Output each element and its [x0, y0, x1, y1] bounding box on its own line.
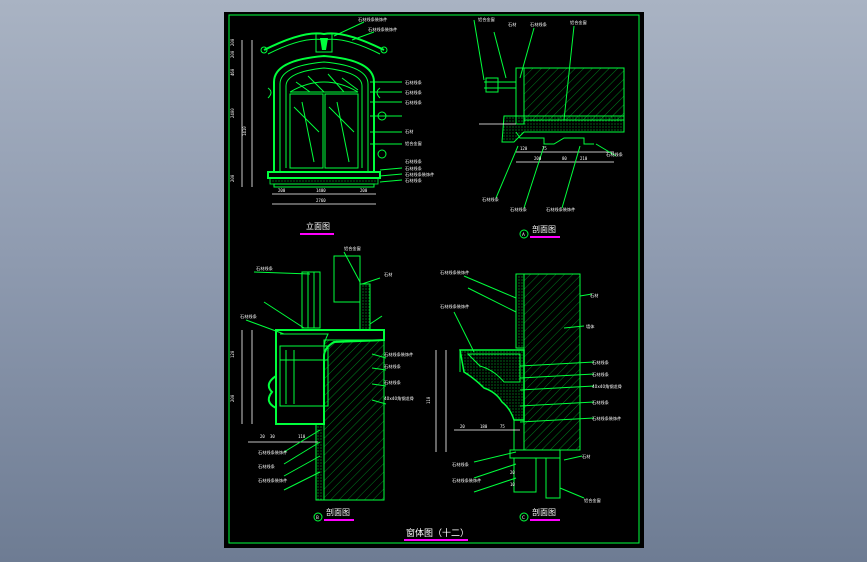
elevation-callout: 石材	[405, 128, 413, 135]
section-b-callout: 石材线条装饰件	[384, 351, 413, 358]
section-a-marker: A	[522, 232, 525, 237]
section-c-title: 剖面图	[532, 507, 556, 517]
elevation-callout: 石材线条	[405, 165, 423, 172]
section-c-callout: 石材线条装饰件	[592, 415, 621, 422]
sheet-border	[228, 14, 640, 544]
section-a-callout: 石材线条装饰件	[546, 206, 575, 213]
main-title: 窗体图（十二）	[406, 527, 469, 539]
elevation-dim: 200	[230, 38, 235, 46]
section-c-callout: 石材线条装饰件	[440, 269, 469, 276]
section-c-callout: 石材线条	[592, 359, 610, 366]
elevation-callout: 石材线条装饰件	[405, 171, 434, 178]
section-a-title: 剖面图	[532, 224, 556, 234]
section-a-dim: 210	[580, 156, 588, 161]
elevation-dim: 200	[278, 188, 286, 193]
elevation-dim: 2400	[230, 108, 235, 118]
section-b-callout: 石材线条装饰件	[258, 477, 287, 484]
section-b-dim: 120	[230, 350, 235, 358]
elevation-view	[241, 21, 403, 235]
section-c-callout: 石材	[590, 292, 598, 299]
section-c-dim: 20	[460, 424, 465, 429]
section-b-callout: 石材线条	[256, 265, 274, 272]
window-detail-drawing: 石材线条装饰件 石材线条装饰件 石材线条 石材线条 石材线条 石材 铝合金窗 石…	[228, 14, 640, 544]
section-a-callout: 石材线条	[530, 21, 548, 28]
section-b-callout: 石材	[384, 271, 392, 278]
section-a-dim: 80	[562, 156, 567, 161]
section-b-title: 剖面图	[326, 507, 350, 517]
section-c-callout: 40x40角钢龙骨	[592, 383, 622, 390]
section-a-callout: 铝合金窗	[570, 19, 587, 26]
section-c-dim: 180	[480, 424, 488, 429]
section-c-callout: 铝合金窗	[584, 497, 601, 504]
elevation-callout: 铝合金窗	[405, 140, 422, 147]
section-b-dim: 200	[230, 394, 235, 402]
section-b-marker: B	[316, 515, 319, 520]
section-c-callout: 墙体	[586, 323, 595, 330]
section-b-dim: 110	[298, 434, 306, 439]
elevation-callout: 石材线条	[405, 99, 423, 106]
elevation-callout: 石材线条装饰件	[368, 26, 397, 33]
section-b-dim: 30	[270, 434, 275, 439]
section-b-callout: 石材线条	[258, 463, 276, 470]
section-c-dim: 20	[510, 470, 515, 475]
elevation-dim: 1400	[316, 188, 326, 193]
section-b-view	[241, 251, 387, 522]
section-c-dim: 75	[500, 424, 505, 429]
section-b-callout: 石材线条	[240, 313, 258, 320]
section-c-callout: 石材线条	[592, 399, 610, 406]
elevation-dim: 460	[230, 68, 235, 76]
section-c-marker: C	[522, 515, 525, 520]
section-c-dim: 110	[426, 396, 431, 404]
section-a-callout: 铝合金窗	[478, 16, 495, 23]
elevation-callout: 石材线条	[405, 89, 423, 96]
section-b-callout: 石材线条	[384, 379, 402, 386]
elevation-callout: 石材线条	[405, 177, 423, 184]
section-a-dim: 75	[542, 146, 547, 151]
section-c-callout: 石材	[582, 453, 590, 460]
elevation-dim: 200	[230, 50, 235, 58]
section-b-callout: 40x40角钢龙骨	[384, 395, 414, 402]
section-a-dim: 200	[534, 156, 542, 161]
elevation-dim: 1410	[242, 126, 247, 136]
section-c-callout: 石材线条装饰件	[440, 303, 469, 310]
section-a-callout: 石材线条	[482, 196, 500, 203]
section-b-callout: 石材线条装饰件	[258, 449, 287, 456]
section-c-callout: 石材线条	[592, 371, 610, 378]
elevation-callout: 石材线条装饰件	[358, 16, 387, 23]
section-c-view	[435, 273, 595, 522]
elevation-callout: 石材线条	[405, 158, 423, 165]
section-a-dim: 120	[520, 146, 528, 151]
section-b-callout: 石材线条	[384, 363, 402, 370]
section-b-dim: 20	[260, 434, 265, 439]
drawing-sheet: 石材线条装饰件 石材线条装饰件 石材线条 石材线条 石材线条 石材 铝合金窗 石…	[224, 12, 644, 548]
section-a-callout: 石材线条	[606, 151, 624, 158]
section-c-callout: 石材线条	[452, 461, 470, 468]
section-b-callout: 铝合金窗	[344, 245, 361, 252]
section-c-callout: 石材线条装饰件	[452, 477, 481, 484]
elevation-callout: 石材线条	[405, 79, 423, 86]
elevation-dim: 200	[360, 188, 368, 193]
elevation-dim-total: 2760	[316, 198, 326, 203]
section-c-dim: 10	[510, 482, 515, 487]
section-a-callout: 石材线条	[510, 206, 528, 213]
elevation-dim: 200	[230, 174, 235, 182]
elevation-title: 立面图	[306, 221, 330, 231]
section-a-view	[473, 19, 625, 239]
section-a-callout: 石材	[508, 21, 516, 28]
